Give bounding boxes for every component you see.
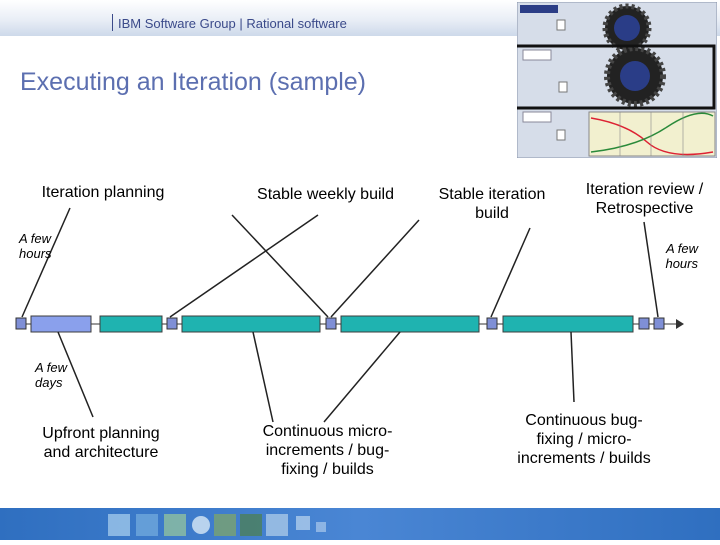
activity-label-continuous-2: Continuous bug-fixing / micro-increments… xyxy=(517,412,651,467)
milestone-marker xyxy=(325,317,337,330)
timeline-arrowhead xyxy=(676,319,684,329)
connector-line xyxy=(252,331,274,423)
header-label: IBM Software Group | Rational software xyxy=(118,16,347,31)
milestone-marker xyxy=(638,317,650,330)
connector-line xyxy=(323,331,401,423)
activity-label-upfront: Upfront planning and architecture xyxy=(42,425,160,461)
milestone-label-stable-weekly-build: Stable weekly build xyxy=(257,186,394,203)
connector-line xyxy=(21,207,71,318)
planning-block xyxy=(30,315,92,333)
work-block xyxy=(340,315,480,333)
work-block xyxy=(181,315,321,333)
activity-label-continuous-1: Continuous micro-increments / bug-fixing… xyxy=(262,423,393,478)
header-divider xyxy=(112,14,113,31)
slide-title: Executing an Iteration (sample) xyxy=(20,68,367,96)
header-text: IBM Software Group | Rational software xyxy=(112,14,347,31)
milestone-label-iteration-planning: Iteration planning xyxy=(41,184,165,201)
work-block xyxy=(502,315,634,333)
milestone-label-iteration-review: Iteration review / Retrospective xyxy=(585,181,704,217)
connector-line xyxy=(231,214,329,318)
connector-line xyxy=(330,219,420,318)
connector-line xyxy=(490,227,531,318)
milestone-marker xyxy=(166,317,178,330)
connector-line xyxy=(643,221,659,318)
milestone-marker xyxy=(15,317,27,330)
process-thumbnail-image xyxy=(513,1,718,159)
milestone-marker xyxy=(486,317,498,330)
note-few-days: A few days xyxy=(35,360,68,390)
work-block xyxy=(99,315,163,333)
connector-line xyxy=(169,214,319,318)
footer-band xyxy=(0,508,720,540)
note-few-hours-left: A few hours xyxy=(19,231,52,261)
connector-line xyxy=(57,331,94,418)
connector-line xyxy=(570,331,575,403)
note-few-hours-right: A few hours xyxy=(665,241,698,271)
milestone-label-stable-iteration-build: Stable iteration build xyxy=(438,186,546,222)
milestone-marker xyxy=(653,317,665,330)
